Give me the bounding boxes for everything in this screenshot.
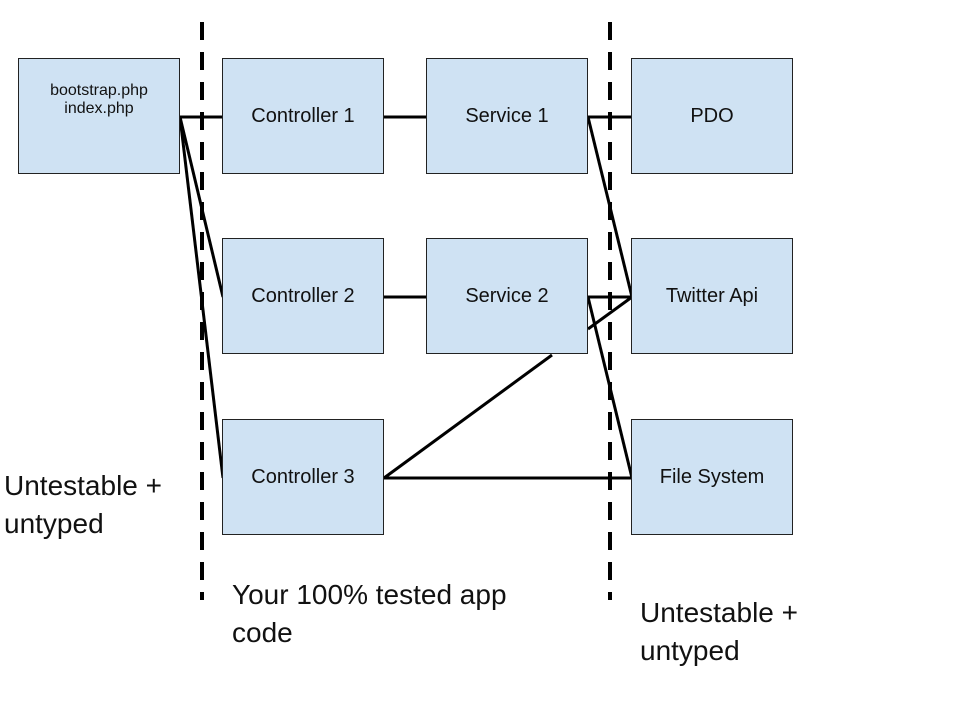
edge-service2-filesystem xyxy=(586,296,634,479)
node-bootstrap-index-label: bootstrap.php index.php xyxy=(50,82,148,117)
edge-controller3-twitter-part2 xyxy=(587,295,633,331)
node-twitter-api-label: Twitter Api xyxy=(665,285,759,307)
node-service-1: Service 1 xyxy=(426,58,588,174)
node-pdo: PDO xyxy=(631,58,793,174)
node-controller-2-label: Controller 2 xyxy=(251,285,355,307)
node-controller-1-label: Controller 1 xyxy=(251,105,355,127)
node-twitter-api: Twitter Api xyxy=(631,238,793,354)
annotation-left-untestable: Untestable + untyped xyxy=(4,470,162,539)
annotation-right-untestable: Untestable + untyped xyxy=(640,597,798,666)
edge-service1-twitter xyxy=(586,116,634,298)
edge-entry-controller2 xyxy=(178,116,225,298)
node-pdo-label: PDO xyxy=(690,105,734,127)
node-file-system-label: File System xyxy=(659,466,765,488)
annotation-tested-app-code: Your 100% tested app code xyxy=(232,579,507,648)
node-controller-1: Controller 1 xyxy=(222,58,384,174)
node-controller-3: Controller 3 xyxy=(222,419,384,535)
node-bootstrap-index: bootstrap.php index.php xyxy=(18,58,180,174)
node-controller-3-label: Controller 3 xyxy=(251,466,355,488)
node-service-2: Service 2 xyxy=(426,238,588,354)
node-service-2-label: Service 2 xyxy=(465,285,549,307)
edge-entry-controller3 xyxy=(178,116,225,479)
node-service-1-label: Service 1 xyxy=(465,105,549,127)
node-controller-2: Controller 2 xyxy=(222,238,384,354)
edge-controller3-twitter-part1 xyxy=(383,353,553,480)
node-file-system: File System xyxy=(631,419,793,535)
